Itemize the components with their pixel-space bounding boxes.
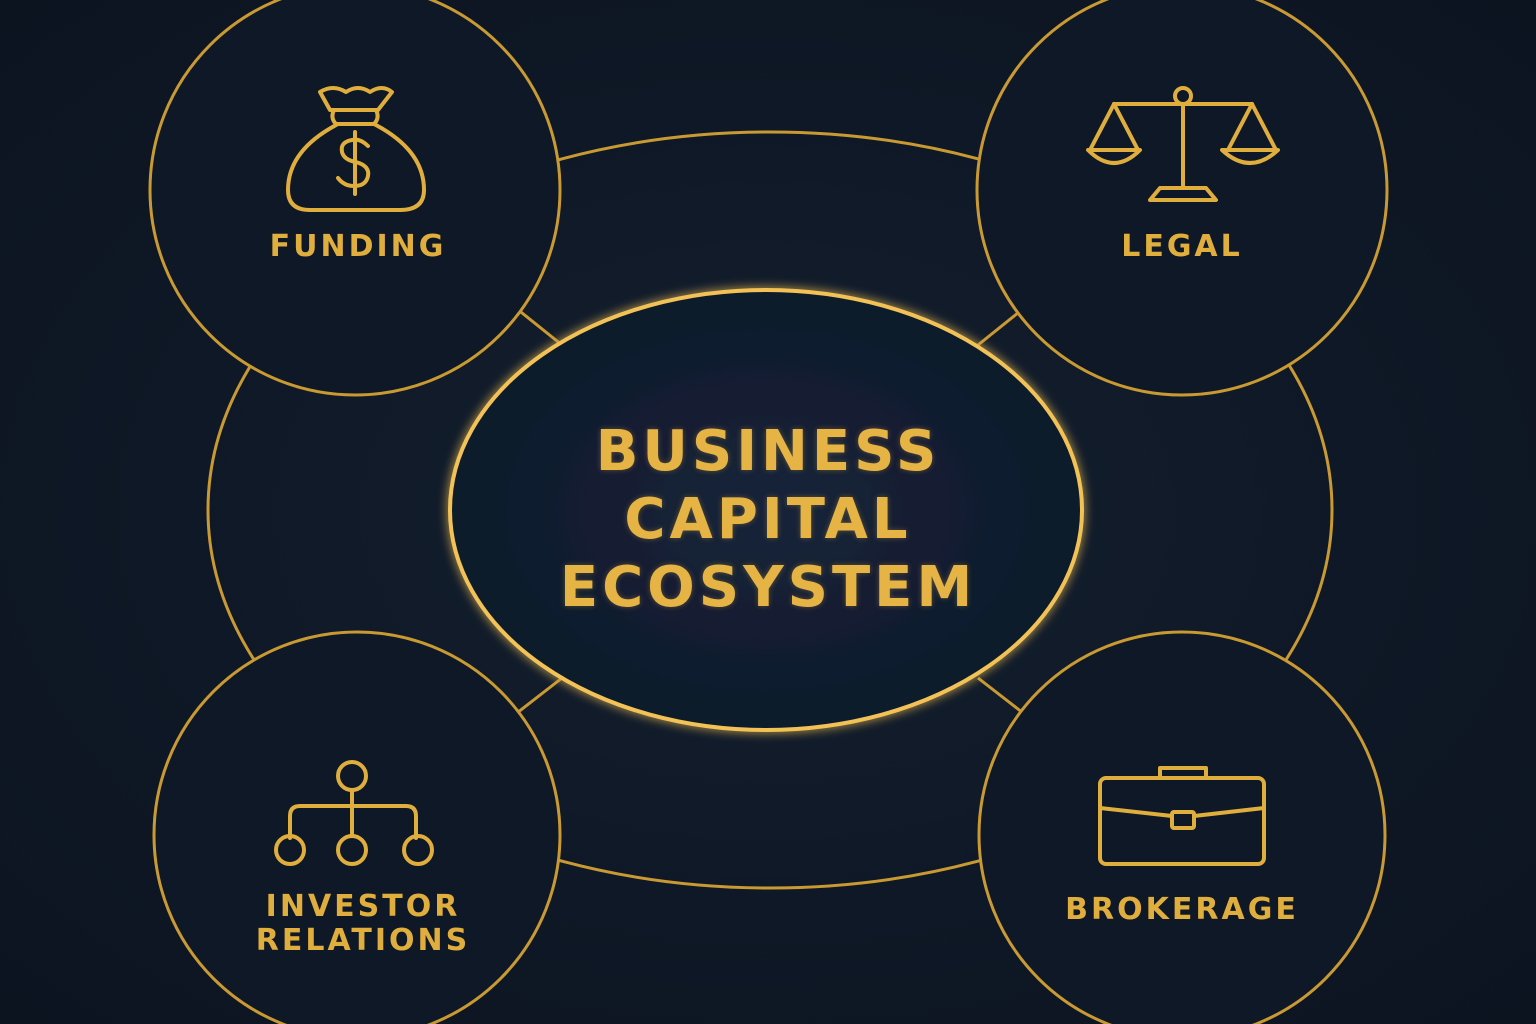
node-circle-investor <box>152 630 562 1024</box>
node-label-investor-line-2: RELATIONS <box>255 923 471 958</box>
briefcase-icon <box>1098 766 1266 866</box>
org-chart-icon <box>274 760 434 866</box>
center-title-line-2: CAPITAL <box>624 487 912 552</box>
scales-icon <box>1086 86 1280 202</box>
center-title-line-1: BUSINESS <box>595 419 941 484</box>
center-title-line-3: ECOSYSTEM <box>559 555 977 620</box>
center-title: BUSINESS CAPITAL ECOSYSTEM <box>468 418 1068 622</box>
node-label-legal: LEGAL <box>1121 229 1243 264</box>
money-bag-icon <box>286 86 426 212</box>
node-label-brokerage: BROKERAGE <box>1065 892 1299 927</box>
center-ellipse <box>448 288 1084 732</box>
node-label-investor-line-1: INVESTOR <box>265 889 461 924</box>
node-circle-funding <box>148 0 562 397</box>
node-label-investor-relations: INVESTOR RELATIONS <box>208 890 518 958</box>
node-circle-legal <box>975 0 1389 397</box>
node-label-funding: FUNDING <box>269 229 447 264</box>
outer-ring <box>206 130 1334 890</box>
